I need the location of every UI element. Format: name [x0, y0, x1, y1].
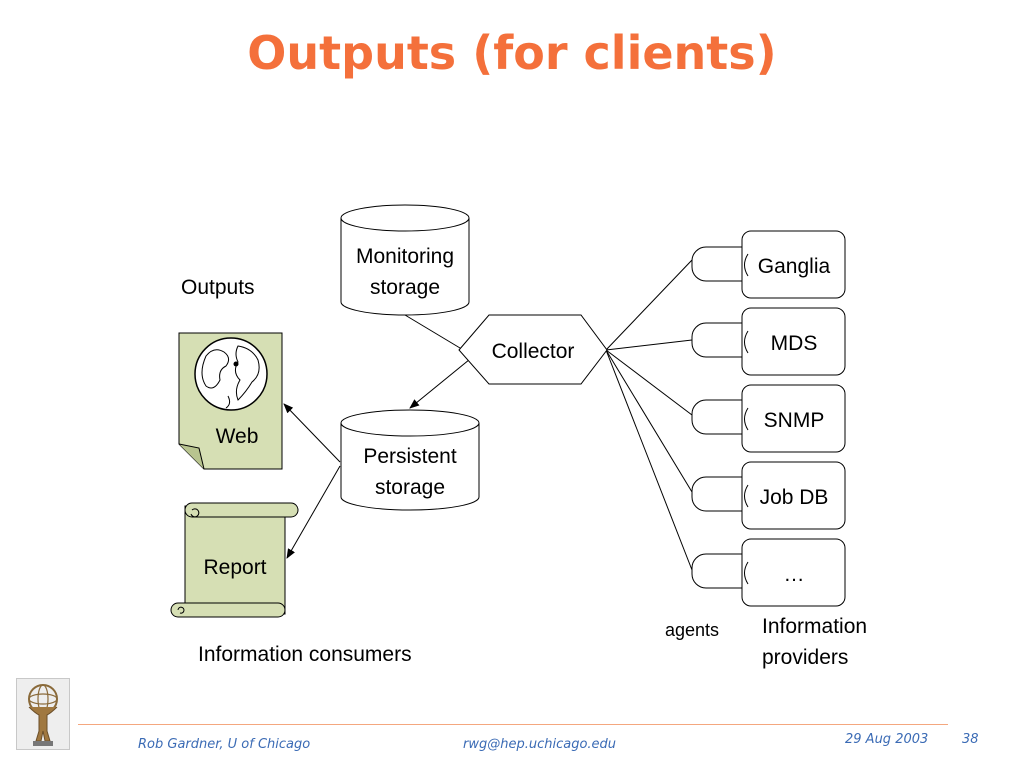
footer-rule — [78, 724, 948, 725]
atlas-logo — [16, 678, 70, 750]
collector-label: Collector — [492, 340, 575, 363]
collector: Collector — [458, 314, 608, 385]
footer-date: 29 Aug 2003 — [845, 732, 929, 747]
provider-snmp-label: SNMP — [764, 409, 825, 432]
footer-page-number: 38 — [962, 732, 979, 747]
persistent-storage-label-2: storage — [375, 476, 445, 499]
providers-label-2: providers — [762, 646, 848, 669]
connector-collector-agent-3 — [605, 349, 693, 416]
connector-collector-persistent — [409, 354, 476, 409]
globe-icon — [194, 337, 268, 411]
connector-collector-agent-1 — [605, 259, 693, 351]
monitoring-storage-label-2: storage — [370, 276, 440, 299]
connector-persistent-report — [286, 465, 341, 559]
slide-title: Outputs (for clients) — [247, 26, 777, 80]
persistent-storage-label-1: Persistent — [363, 445, 457, 468]
web-document: Web — [178, 332, 283, 470]
persistent-storage: Persistent storage — [340, 409, 480, 511]
report-label: Report — [203, 556, 266, 579]
monitoring-storage-label-1: Monitoring — [356, 245, 454, 268]
provider-ganglia-label: Ganglia — [758, 255, 831, 278]
footer-author: Rob Gardner, U of Chicago — [138, 737, 311, 752]
connector-collector-agent-5 — [605, 349, 693, 571]
connectors — [283, 259, 693, 571]
provider-mds: MDS — [741, 307, 846, 376]
provider-jobdb-label: Job DB — [760, 486, 829, 509]
outputs-label: Outputs — [181, 276, 255, 299]
report-scroll: Report — [170, 502, 299, 618]
footer-email: rwg@hep.uchicago.edu — [463, 737, 617, 752]
provider-more-label: … — [784, 563, 805, 586]
provider-more: … — [741, 538, 846, 607]
agents-label: agents — [665, 620, 719, 640]
connector-collector-agent-2 — [605, 339, 693, 351]
consumers-label: Information consumers — [198, 643, 412, 666]
provider-snmp: SNMP — [741, 384, 846, 453]
provider-ganglia: Ganglia — [741, 230, 846, 299]
providers-label-1: Information — [762, 615, 867, 638]
connector-collector-agent-4 — [605, 349, 693, 493]
atlas-statue-icon — [28, 684, 58, 746]
provider-jobdb: Job DB — [741, 461, 846, 530]
monitoring-storage: Monitoring storage — [340, 204, 470, 316]
connector-monitoring-collector — [404, 314, 471, 355]
web-label: Web — [216, 425, 259, 448]
connector-persistent-web — [283, 403, 341, 463]
provider-mds-label: MDS — [771, 332, 818, 355]
providers: Ganglia MDS SNMP Job DB … — [741, 230, 846, 607]
